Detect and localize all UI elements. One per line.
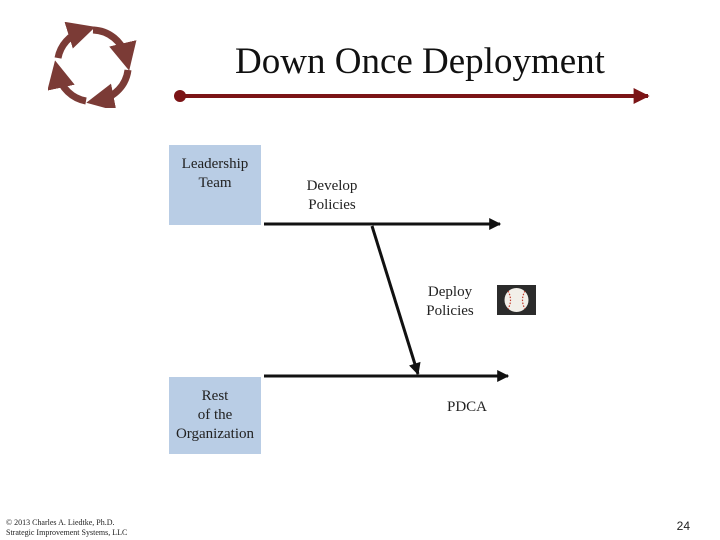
rest-organization-box: Rest of the Organization [169, 377, 261, 454]
rest-organization-label: Rest of the Organization [175, 388, 255, 442]
baseball-icon [497, 285, 536, 315]
develop-policies-label: Develop Policies [306, 178, 358, 213]
deploy-down-arrow [370, 225, 421, 376]
pdca-label: PDCA [446, 399, 487, 415]
copyright-notice: © 2013 Charles A. Liedtke, Ph.D. Strateg… [6, 518, 128, 537]
leadership-team-box: Leadership Team [169, 145, 261, 225]
deploy-policies-label: Deploy Policies [426, 284, 474, 319]
cycle-arrows-icon [48, 22, 137, 108]
slide-title: Down Once Deployment [235, 41, 605, 82]
page-number: 24 [676, 519, 690, 533]
leadership-team-label: Leadership Team [181, 156, 249, 191]
title-rule [174, 88, 650, 104]
